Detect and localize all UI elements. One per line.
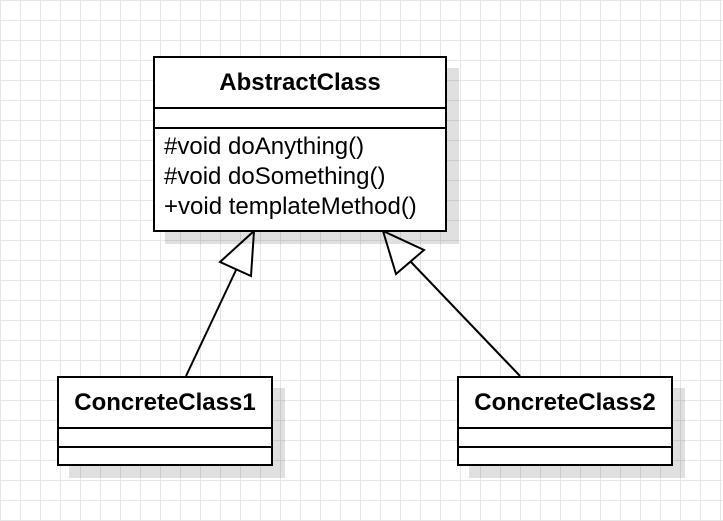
- concrete-class-2-box[interactable]: ConcreteClass2: [457, 376, 673, 466]
- concrete-class-2-methods: [459, 448, 671, 464]
- generalization-concreteclass2: [381, 229, 521, 377]
- concrete-class-1-methods: [59, 448, 271, 464]
- abstract-class-box[interactable]: AbstractClass #void doAnything() #void d…: [153, 56, 447, 232]
- concrete-class-2-attributes: [459, 429, 671, 448]
- concrete-class-1-attributes: [59, 429, 271, 448]
- method-do-anything: #void doAnything(): [164, 133, 365, 160]
- generalization-concreteclass1: [185, 228, 256, 377]
- abstract-class-name: AbstractClass: [155, 58, 445, 109]
- concrete-class-2-name: ConcreteClass2: [459, 378, 671, 429]
- abstract-class-attributes: [155, 109, 445, 129]
- method-do-something: #void doSomething(): [164, 163, 386, 190]
- method-template-method: +void templateMethod(): [164, 193, 417, 220]
- concrete-class-1-name: ConcreteClass1: [59, 378, 271, 429]
- concrete-class-1-box[interactable]: ConcreteClass1: [57, 376, 273, 466]
- abstract-class-methods: #void doAnything() #void doSomething() +…: [155, 129, 445, 222]
